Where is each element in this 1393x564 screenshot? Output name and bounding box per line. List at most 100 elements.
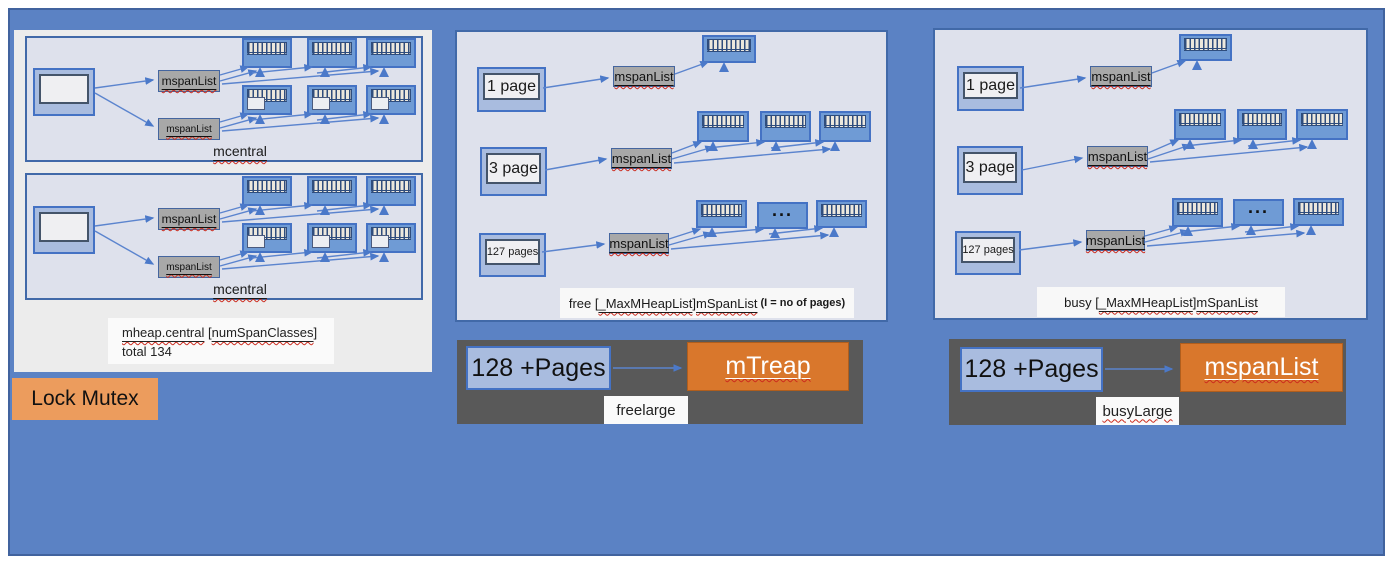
large-pages-box: 128 +Pages	[960, 347, 1103, 392]
one-page-label: 1 page	[487, 77, 536, 95]
three-page-label: 3 page	[489, 159, 538, 177]
bitmap-strip	[1179, 113, 1221, 126]
caption-text: free [	[568, 295, 599, 311]
page-size-inner: 1 page	[483, 73, 540, 100]
page-size-box-127pages: 127 pages	[955, 231, 1021, 275]
bitmap-strip	[1242, 113, 1282, 126]
span-block	[1237, 109, 1287, 140]
mcentral-source-inner-2	[39, 212, 89, 242]
mspanlist-label: mspanList	[1091, 69, 1151, 84]
span-block	[696, 200, 747, 228]
bitmap-strip	[1184, 38, 1227, 51]
bitmap-strip	[312, 42, 352, 55]
mspanlist-node: mspanList	[613, 66, 675, 87]
large-pages-box: 128 +Pages	[466, 346, 611, 390]
mheap-central-caption: mheap.central [numSpanClasses] total 134	[108, 318, 334, 364]
span-block	[242, 176, 292, 206]
span-block	[816, 200, 867, 228]
free-object-cell	[247, 235, 265, 248]
caption-text: ]	[692, 295, 697, 311]
span-block	[242, 223, 292, 253]
three-page-label: 3 page	[965, 158, 1015, 176]
mspanlist-large-box: mspanList	[1180, 343, 1343, 392]
mspanlist-node: mspanList	[1086, 230, 1145, 251]
bitmap-strip	[765, 115, 806, 128]
span-block	[242, 85, 292, 115]
span-block	[819, 111, 871, 142]
mspanlist-node: mspanList	[1090, 66, 1152, 87]
page-size-inner: 3 page	[486, 153, 541, 184]
free-object-cell	[312, 235, 330, 248]
span-block	[1296, 109, 1348, 140]
free-object-cell	[247, 97, 265, 110]
caption-text: _MaxMHeapList	[1098, 294, 1193, 310]
freelarge-label: freelarge	[616, 401, 676, 419]
span-block	[307, 38, 357, 68]
span-block	[366, 85, 416, 115]
free-object-cell	[312, 97, 330, 110]
mcentral-caption-1: mcentral	[140, 143, 340, 159]
mspanlist-label: mspanList	[161, 212, 217, 226]
mspanlist-label: mspanList	[611, 151, 672, 166]
mspanlist-label: mspanList	[1085, 233, 1146, 248]
busy-list-caption: busy [_MaxMHeapList]mSpanList	[1037, 287, 1285, 317]
bitmap-strip	[312, 180, 352, 193]
busylarge-caption: busyLarge	[1096, 397, 1179, 425]
bitmap-strip	[371, 42, 411, 55]
free-list-caption: free [_MaxMHeapList]mSpanList (I = no of…	[560, 288, 854, 318]
span-block	[1174, 109, 1226, 140]
mtreap-label: mTreap	[725, 352, 811, 380]
bracket: ]	[313, 325, 318, 340]
mspanlist-label: mspanList	[609, 236, 669, 251]
lock-mutex-box: Lock Mutex	[12, 378, 158, 420]
mcentral-source-frame-2	[33, 206, 95, 254]
span-block	[366, 223, 416, 253]
span-block	[697, 111, 749, 142]
span-block	[1179, 34, 1232, 61]
caption-text: ]	[1192, 294, 1197, 310]
mspanlist-label: mspanList	[161, 74, 217, 88]
mtreap-box: mTreap	[687, 342, 849, 391]
caption-text: _MaxMHeapList	[598, 295, 693, 311]
pages-128-label: 128 +Pages	[471, 353, 606, 382]
mspanlist-label: mspanList	[166, 261, 212, 273]
ellipsis-box: ...	[757, 200, 808, 229]
mspanlist-node: mspanList	[158, 256, 220, 278]
caption-text: mSpanList	[696, 295, 758, 311]
span-block	[702, 35, 756, 63]
heap-central-line: mheap.central [numSpanClasses]	[122, 324, 334, 343]
mspanlist-label: mspanList	[614, 69, 674, 84]
mspanlist-node: mspanList	[158, 70, 220, 92]
span-block	[1293, 198, 1344, 226]
mcentral-caption-2: mcentral	[140, 281, 340, 297]
page-size-box-1page: 1 page	[957, 66, 1024, 111]
page-size-box-3page: 3 page	[957, 146, 1023, 195]
bitmap-strip	[1298, 202, 1339, 215]
pages-127-label: 127 pages	[486, 246, 539, 258]
span-block	[366, 176, 416, 206]
bitmap-strip	[824, 115, 866, 128]
page-size-box-127pages: 127 pages	[479, 233, 546, 277]
bitmap-strip	[1301, 113, 1343, 126]
caption-note: (I = no of pages)	[757, 297, 846, 309]
pages-128-label: 128 +Pages	[964, 355, 1099, 383]
freelarge-caption: freelarge	[604, 396, 688, 424]
busylarge-label: busyLarge	[1102, 402, 1173, 420]
mcentral-label: mcentral	[213, 281, 267, 297]
free-object-cell	[371, 97, 389, 110]
mcentral-source-frame-1	[33, 68, 95, 116]
numspanclasses-text: numSpanClasses	[211, 325, 314, 340]
mspanlist-node: mspanList	[611, 148, 672, 169]
mheap-central-text: mheap.central	[122, 325, 205, 340]
page-size-inner: 127 pages	[485, 239, 540, 265]
mspanlist-label: mspanList	[1087, 149, 1148, 164]
caption-text: busy [	[1064, 294, 1099, 310]
span-block	[307, 85, 357, 115]
lock-mutex-label: Lock Mutex	[31, 387, 139, 410]
span-block	[307, 176, 357, 206]
page-size-inner: 127 pages	[961, 237, 1015, 263]
ellipsis-box: ...	[1233, 197, 1284, 226]
page-size-inner: 3 page	[963, 152, 1017, 183]
mcentral-label: mcentral	[213, 143, 267, 159]
